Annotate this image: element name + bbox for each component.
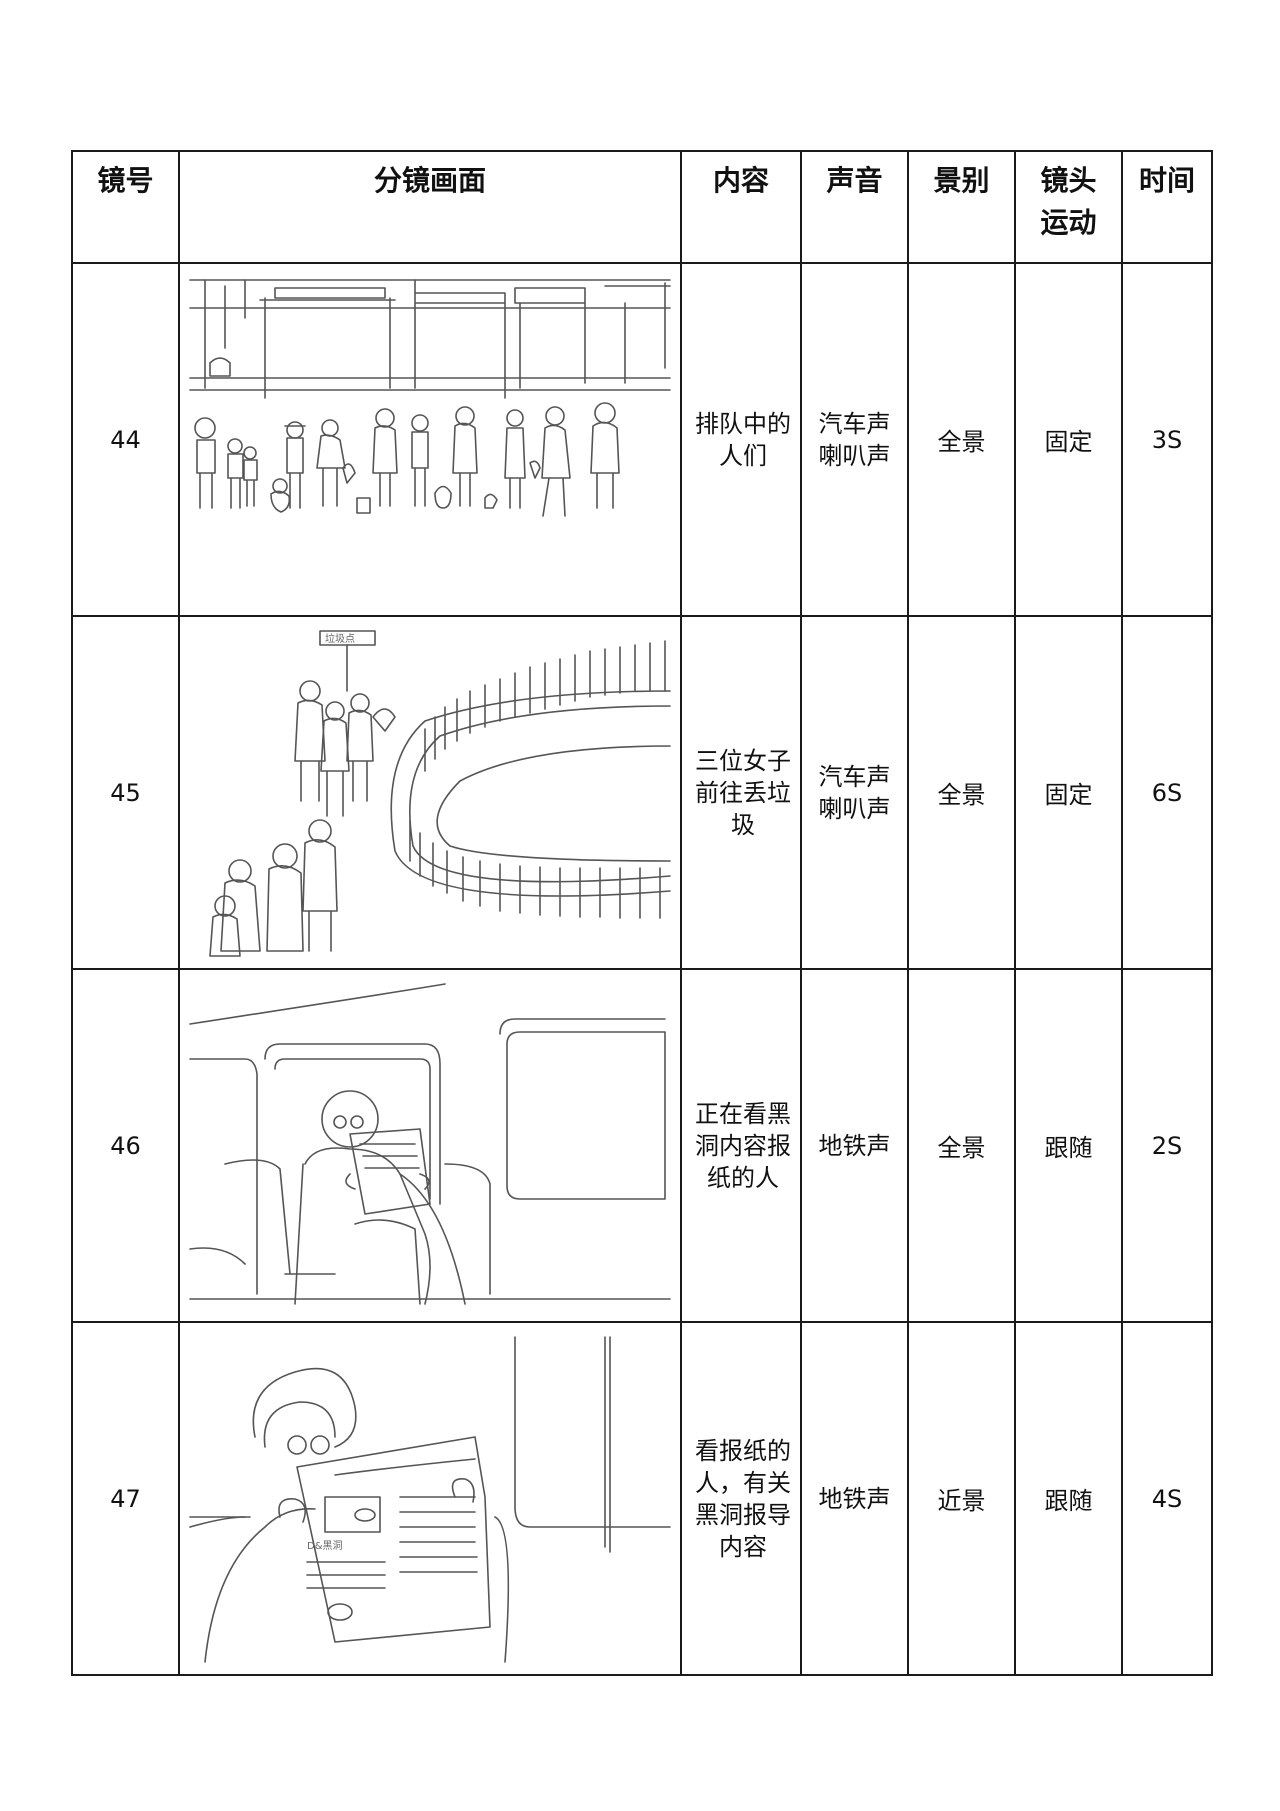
sound-description: 汽车声 喇叭声 xyxy=(800,262,909,617)
sign-label: 垃圾点 xyxy=(325,632,355,645)
newspaper-closeup-sketch-image: D&黑洞 xyxy=(189,1336,671,1663)
shot-duration: 2S xyxy=(1121,968,1213,1323)
shot-scale: 全景 xyxy=(907,262,1016,617)
newspaper-headline: D&黑洞 xyxy=(307,1540,343,1552)
header-time: 时间 xyxy=(1121,150,1213,264)
subway-reader-sketch-image xyxy=(189,983,671,1305)
shot-number: 47 xyxy=(71,1321,180,1676)
header-shot-no: 镜号 xyxy=(71,150,180,264)
table-row: 44 xyxy=(71,262,1213,617)
trash-walk-sketch-image: 垃圾点 xyxy=(209,630,671,957)
storyboard-table: 镜号 分镜画面 内容 声音 景别 镜头 运动 时间 44 xyxy=(71,150,1213,1676)
shot-scale: 近景 xyxy=(907,1321,1016,1676)
sound-description: 汽车声 喇叭声 xyxy=(800,615,909,970)
sound-description: 地铁声 xyxy=(800,1321,909,1676)
content-description: 三位女子前往丢垃圾 xyxy=(680,615,802,970)
storyboard-frame xyxy=(178,968,682,1323)
shot-duration: 4S xyxy=(1121,1321,1213,1676)
content-description: 排队中的人们 xyxy=(680,262,802,617)
header-sound: 声音 xyxy=(800,150,909,264)
header-scale: 景别 xyxy=(907,150,1016,264)
shot-number: 44 xyxy=(71,262,180,617)
header-content: 内容 xyxy=(680,150,802,264)
header-camera-movement: 镜头 运动 xyxy=(1014,150,1123,264)
storyboard-frame: D&黑洞 xyxy=(178,1321,682,1676)
shot-duration: 6S xyxy=(1121,615,1213,970)
content-description: 正在看黑洞内容报纸的人 xyxy=(680,968,802,1323)
camera-movement: 跟随 xyxy=(1014,968,1123,1323)
camera-movement: 固定 xyxy=(1014,615,1123,970)
table-row: 47 xyxy=(71,1321,1213,1676)
camera-movement: 固定 xyxy=(1014,262,1123,617)
header-frame: 分镜画面 xyxy=(178,150,682,264)
storyboard-frame: 垃圾点 xyxy=(178,615,682,970)
storyboard-frame xyxy=(178,262,682,617)
shot-duration: 3S xyxy=(1121,262,1213,617)
sound-description: 地铁声 xyxy=(800,968,909,1323)
table-row: 45 垃圾点 xyxy=(71,615,1213,970)
camera-movement: 跟随 xyxy=(1014,1321,1123,1676)
table-row: 46 xyxy=(71,968,1213,1323)
shot-scale: 全景 xyxy=(907,615,1016,970)
shot-number: 46 xyxy=(71,968,180,1323)
shot-number: 45 xyxy=(71,615,180,970)
queue-sketch-image xyxy=(189,279,671,517)
header-row: 镜号 分镜画面 内容 声音 景别 镜头 运动 时间 xyxy=(71,150,1213,264)
content-description: 看报纸的人，有关黑洞报导内容 xyxy=(680,1321,802,1676)
shot-scale: 全景 xyxy=(907,968,1016,1323)
